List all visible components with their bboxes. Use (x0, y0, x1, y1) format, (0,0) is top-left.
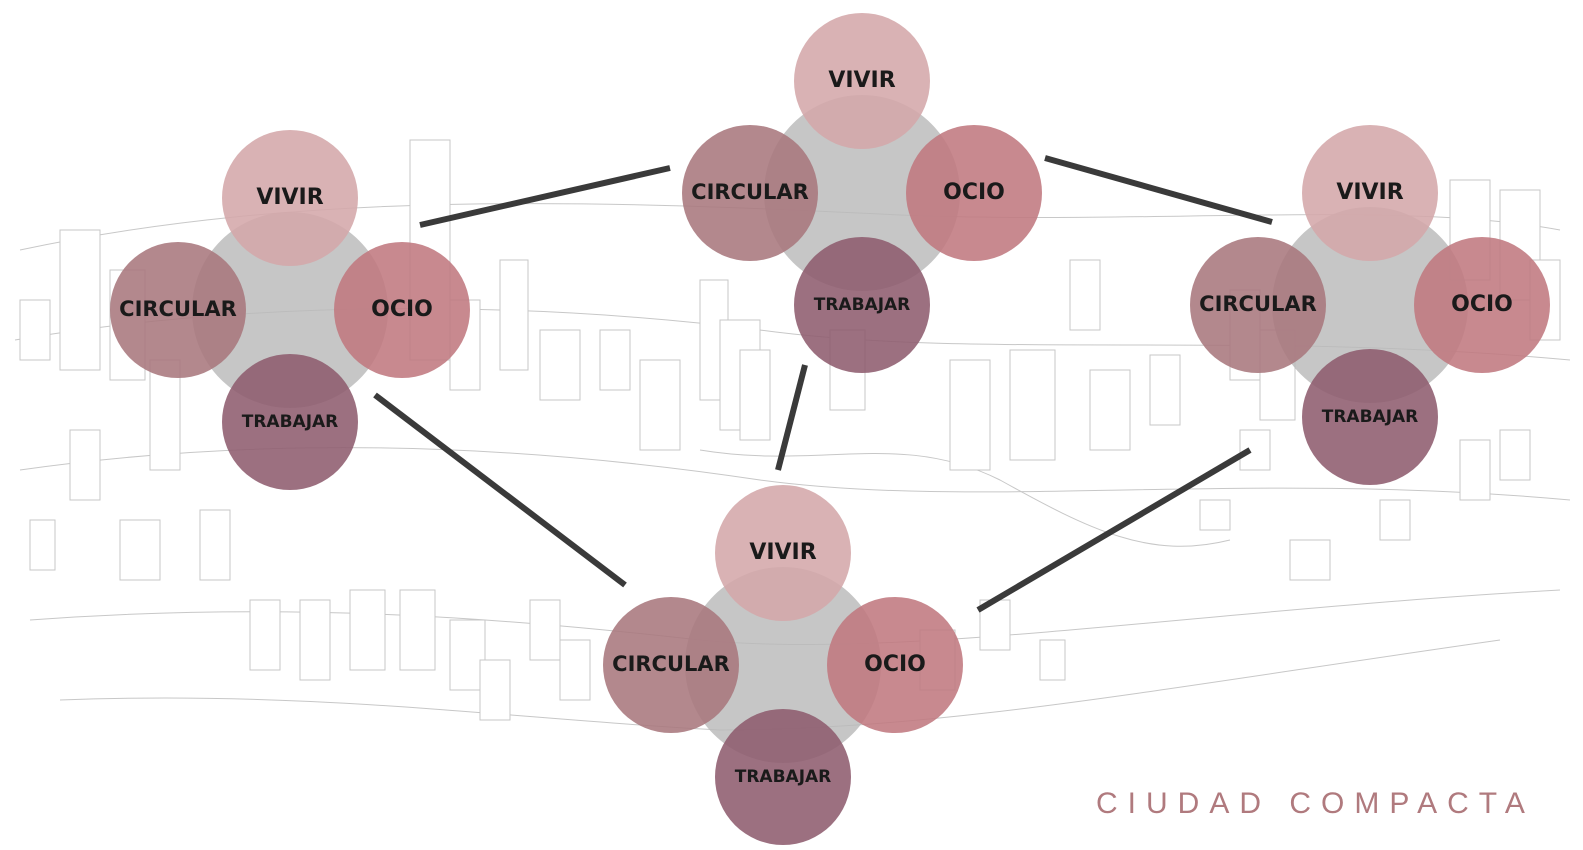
building-outline (1039, 639, 1066, 681)
cluster-right: VIVIR CIRCULAR OCIO TRABAJAR (1190, 125, 1550, 485)
building-outline (1069, 259, 1101, 331)
cluster-core (685, 567, 881, 763)
building-outline (119, 519, 161, 581)
connector-left-top (419, 165, 671, 228)
node-circular-label: CIRCULAR (119, 297, 237, 321)
building-outline (249, 599, 281, 671)
node-vivir-circle (794, 13, 930, 149)
caption-title: CIUDAD COMPACTA (1096, 787, 1535, 820)
building-outline (529, 599, 561, 661)
building-outline (949, 359, 991, 471)
building-outline (1459, 439, 1491, 501)
connector-top-right (1044, 155, 1273, 225)
node-circular-label: CIRCULAR (691, 180, 809, 204)
node-vivir-label: VIVIR (1336, 180, 1403, 205)
node-vivir-label: VIVIR (749, 540, 816, 565)
node-ocio-label: OCIO (1451, 292, 1513, 317)
node-vivir-circle (715, 485, 851, 621)
node-trabajar-label: TRABAJAR (735, 767, 832, 787)
cluster-core (1272, 207, 1468, 403)
building-outline (1149, 354, 1181, 426)
building-outline (479, 659, 511, 721)
node-trabajar-circle (1302, 349, 1438, 485)
building-outline (399, 589, 436, 671)
node-vivir-label: VIVIR (256, 185, 323, 210)
node-ocio-circle (1414, 237, 1550, 373)
node-circular-label: CIRCULAR (612, 652, 730, 676)
building-outline (739, 349, 771, 441)
building-outline (639, 359, 681, 451)
connector-left-bottom (373, 392, 627, 588)
building-outline (59, 229, 101, 371)
node-trabajar-circle (715, 709, 851, 845)
building-outline (199, 509, 231, 581)
building-outline (499, 259, 529, 371)
cluster-core (192, 212, 388, 408)
node-trabajar-circle (794, 237, 930, 373)
node-trabajar-label: TRABAJAR (242, 412, 339, 432)
node-ocio-label: OCIO (943, 180, 1005, 205)
building-outline (1009, 349, 1056, 461)
node-circular-circle (1190, 237, 1326, 373)
node-trabajar-label: TRABAJAR (1322, 407, 1419, 427)
building-outline (149, 359, 181, 471)
node-trabajar-circle (222, 354, 358, 490)
node-vivir-circle (222, 130, 358, 266)
node-circular-circle (682, 125, 818, 261)
building-outline (69, 429, 101, 501)
clusters: VIVIR CIRCULAR OCIO TRABAJAR VIVIR CIRCULAR OC… (110, 13, 1550, 845)
node-ocio-circle (827, 597, 963, 733)
node-vivir-circle (1302, 125, 1438, 261)
building-outline (1289, 539, 1331, 581)
building-outline (1499, 429, 1531, 481)
node-vivir-label: VIVIR (828, 68, 895, 93)
cluster-bottom: VIVIR CIRCULAR OCIO TRABAJAR (603, 485, 963, 845)
connector-right-bottom (976, 447, 1252, 613)
connector-top-bottom (775, 364, 808, 471)
building-outline (29, 519, 56, 571)
building-outline (559, 639, 591, 701)
contour-line (699, 449, 1231, 547)
building-outline (1379, 499, 1411, 541)
building-outline (299, 599, 331, 681)
node-circular-label: CIRCULAR (1199, 292, 1317, 316)
cluster-core (764, 95, 960, 291)
node-ocio-label: OCIO (864, 652, 926, 677)
node-ocio-circle (334, 242, 470, 378)
building-outline (449, 619, 486, 691)
cluster-left: VIVIR CIRCULAR OCIO TRABAJAR (110, 130, 470, 490)
node-trabajar-label: TRABAJAR (814, 295, 911, 315)
building-outline (19, 299, 51, 361)
node-ocio-circle (906, 125, 1042, 261)
connectors (373, 155, 1273, 613)
node-circular-circle (603, 597, 739, 733)
building-outline (1089, 369, 1131, 451)
building-outline (539, 329, 581, 401)
node-ocio-label: OCIO (371, 297, 433, 322)
cluster-top: VIVIR CIRCULAR OCIO TRABAJAR (682, 13, 1042, 373)
building-outline (1199, 499, 1231, 531)
building-outline (349, 589, 386, 671)
node-circular-circle (110, 242, 246, 378)
building-outline (599, 329, 631, 391)
